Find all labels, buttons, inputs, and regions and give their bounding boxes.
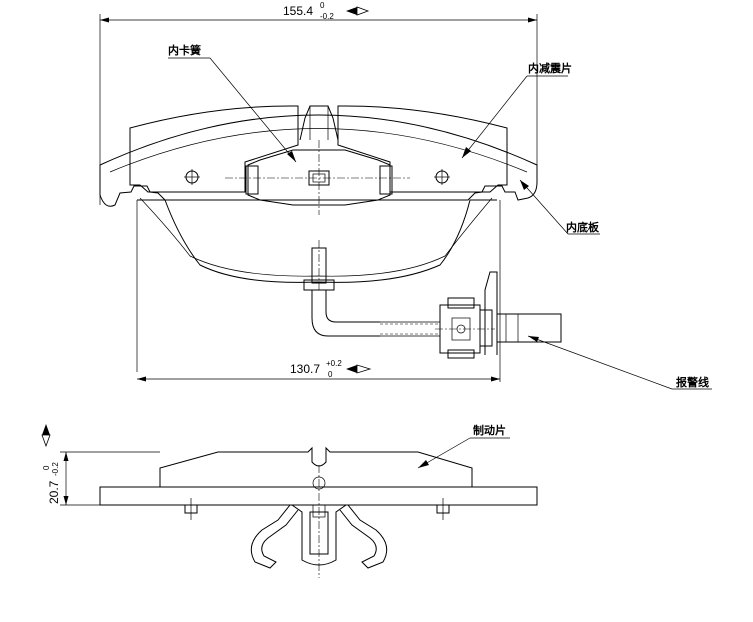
- bottom-width-tol-lower: 0: [328, 370, 333, 379]
- bottom-width-dimension: 130.7 +0.2 0: [137, 359, 500, 382]
- dimension-arrow-up-icon: [63, 452, 69, 461]
- top-view-callouts: 内卡簧 内减震片 内底板 报警线: [168, 43, 712, 390]
- leader-arrow-icon: [418, 460, 429, 468]
- top-width-tol-lower: -0.2: [320, 12, 334, 21]
- thickness-tol-lower: -0.2: [51, 462, 60, 476]
- thickness-dimension: 20.7 0 -0.2: [41, 424, 160, 506]
- dimension-arrow-right-icon: [491, 376, 500, 382]
- wear-sensor-wire: [311, 271, 562, 359]
- tolerance-arrow-icon: [356, 364, 372, 374]
- label-wear-sensor-wire: 报警线: [676, 375, 709, 389]
- leader-arrow-icon: [528, 336, 539, 342]
- tolerance-arrow-icon: [42, 424, 50, 435]
- brake-pad-top-view: [99, 105, 538, 382]
- dimension-arrow-right-icon: [528, 17, 537, 23]
- leader-arrow-icon: [520, 180, 529, 190]
- thickness-tol-upper: 0: [42, 465, 51, 470]
- bottom-width-tol-upper: +0.2: [326, 359, 342, 368]
- top-width-dimension: 155.4 0 -0.2: [99, 1, 538, 205]
- top-width-tol-upper: 0: [320, 1, 325, 10]
- tolerance-arrow-icon: [346, 365, 357, 373]
- side-view-callouts: 制动片: [417, 423, 510, 469]
- tolerance-arrow-icon: [41, 434, 51, 448]
- dimension-arrow-left-icon: [100, 17, 109, 23]
- thickness-value: 20.7: [47, 480, 61, 504]
- top-width-value: 155.4: [283, 4, 313, 18]
- leader-arrow-icon: [462, 147, 471, 158]
- label-inner-clip-spring: 内卡簧: [168, 43, 201, 57]
- dimension-arrow-down-icon: [63, 496, 69, 505]
- tolerance-arrow-icon: [346, 7, 357, 15]
- label-inner-shim: 内减震片: [528, 61, 572, 75]
- label-inner-backing-plate: 内底板: [566, 220, 600, 234]
- leader-arrow-icon: [287, 151, 296, 162]
- brake-pad-side-view: [99, 446, 538, 578]
- label-brake-lining: 制动片: [473, 423, 506, 437]
- dimension-arrow-left-icon: [137, 376, 146, 382]
- bottom-width-value: 130.7: [290, 362, 320, 376]
- tolerance-arrow-icon: [356, 6, 370, 16]
